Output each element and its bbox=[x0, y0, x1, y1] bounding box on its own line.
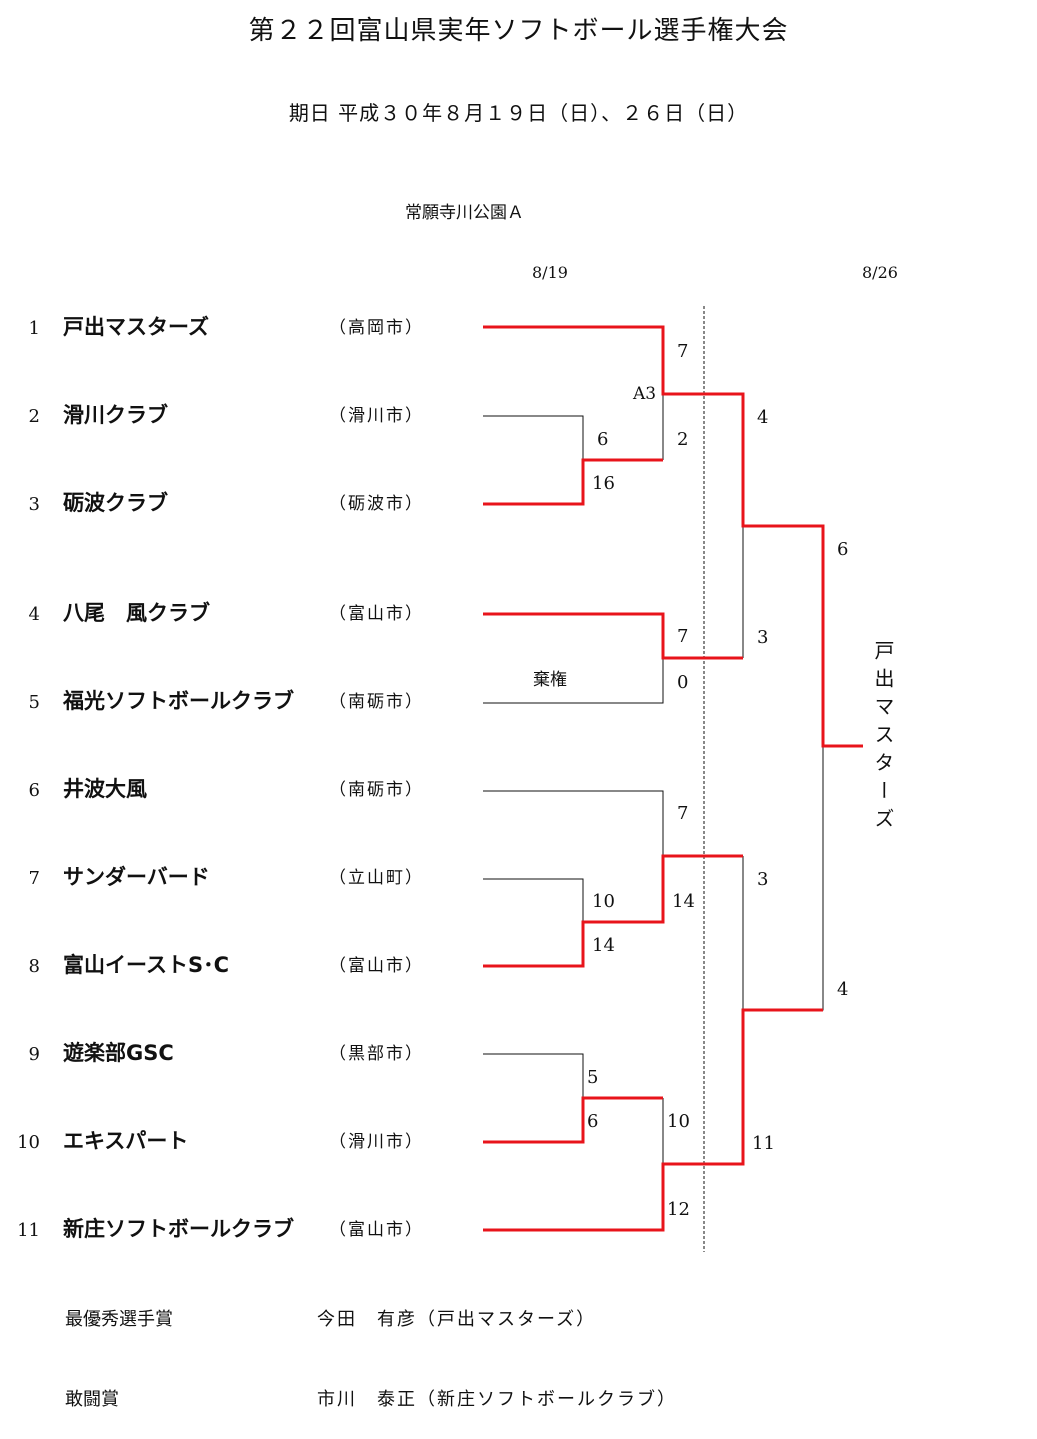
score-label: 7 bbox=[677, 626, 689, 647]
score-label: 7 bbox=[677, 803, 689, 824]
forfeit-label: 棄権 bbox=[533, 670, 567, 690]
winner-lines bbox=[483, 325, 863, 1232]
award-label: 最優秀選手賞 bbox=[65, 1309, 173, 1330]
team-name: 遊楽部GSC bbox=[63, 1041, 174, 1065]
team-city: （滑川市） bbox=[329, 406, 424, 426]
team-seed: 5 bbox=[28, 692, 40, 713]
game-number-label: A3 bbox=[633, 384, 657, 404]
page-title: 第２２回富山県実年ソフトボール選手権大会 bbox=[248, 16, 789, 46]
team-city: （砺波市） bbox=[329, 494, 424, 514]
team-seed: 1 bbox=[28, 318, 40, 339]
score-label: 10 bbox=[592, 891, 615, 912]
team-seed: 3 bbox=[28, 494, 40, 515]
team-city: （黒部市） bbox=[329, 1044, 424, 1064]
score-label: 0 bbox=[677, 672, 689, 693]
team-name: 福光ソフトボールクラブ bbox=[63, 689, 294, 713]
team-city: （富山市） bbox=[329, 1220, 424, 1240]
team-seed: 2 bbox=[28, 406, 40, 427]
team-seed: 4 bbox=[28, 604, 40, 625]
loser-lines bbox=[483, 394, 824, 1164]
team-seed: 10 bbox=[17, 1132, 40, 1153]
award-label: 敢闘賞 bbox=[65, 1389, 119, 1410]
team-seed: 7 bbox=[28, 868, 40, 889]
score-label: 3 bbox=[757, 869, 769, 890]
team-name: 新庄ソフトボールクラブ bbox=[63, 1217, 294, 1241]
bracket-line-winner bbox=[483, 325, 863, 748]
team-city: （立山町） bbox=[329, 868, 424, 888]
team-name: エキスパート bbox=[63, 1129, 189, 1153]
score-label: 4 bbox=[837, 979, 849, 1000]
team-name: 富山イーストS･C bbox=[63, 953, 229, 977]
bracket-line bbox=[483, 790, 664, 856]
bracket-line bbox=[483, 1053, 584, 1098]
bracket-line bbox=[483, 878, 584, 922]
bracket-line bbox=[743, 746, 824, 1011]
score-label: 12 bbox=[667, 1199, 690, 1220]
score-label: 16 bbox=[592, 473, 615, 494]
score-label: 3 bbox=[757, 627, 769, 648]
venue-label: 常願寺川公園Ａ bbox=[405, 203, 524, 223]
score-label: 2 bbox=[677, 429, 689, 450]
round-date-day2: 8/26 bbox=[862, 263, 898, 282]
team-seed: 6 bbox=[28, 780, 40, 801]
team-name: 井波大風 bbox=[63, 777, 147, 801]
score-label: 6 bbox=[837, 539, 849, 560]
team-city: （高岡市） bbox=[329, 318, 424, 338]
score-label: 6 bbox=[587, 1111, 599, 1132]
team-city: （富山市） bbox=[329, 604, 424, 624]
score-label: 7 bbox=[677, 341, 689, 362]
bracket-line-winner bbox=[483, 854, 743, 968]
team-seed: 11 bbox=[17, 1220, 40, 1241]
score-label: 5 bbox=[587, 1067, 599, 1088]
team-city: （南砺市） bbox=[329, 780, 424, 800]
bracket-line bbox=[483, 658, 664, 704]
team-seed: 8 bbox=[28, 956, 40, 977]
award-recipient: 今田 有彦（戸出マスターズ） bbox=[317, 1309, 597, 1330]
bracket-line-winner bbox=[483, 1008, 823, 1232]
team-name: 砺波クラブ bbox=[63, 491, 168, 515]
team-name: 滑川クラブ bbox=[63, 403, 168, 427]
team-city: （富山市） bbox=[329, 956, 424, 976]
team-city: （滑川市） bbox=[329, 1132, 424, 1152]
score-label: 4 bbox=[757, 407, 769, 428]
round-date-day1: 8/19 bbox=[532, 263, 568, 282]
team-name: 八尾 風クラブ bbox=[63, 601, 210, 625]
score-label: 14 bbox=[672, 891, 695, 912]
bracket-line-winner bbox=[483, 612, 743, 660]
bracket-line bbox=[483, 415, 584, 460]
team-seed: 9 bbox=[28, 1044, 40, 1065]
bracket-line-winner bbox=[483, 458, 663, 506]
score-label: 14 bbox=[592, 935, 615, 956]
score-label: 11 bbox=[752, 1133, 775, 1154]
team-name: サンダーバード bbox=[63, 865, 210, 889]
award-recipient: 市川 泰正（新庄ソフトボールクラブ） bbox=[317, 1389, 677, 1410]
bracket-line-winner bbox=[483, 1096, 663, 1144]
event-dates: 期日 平成３０年８月１９日（日）、２６日（日） bbox=[288, 101, 749, 125]
team-name: 戸出マスターズ bbox=[63, 315, 209, 339]
score-label: 10 bbox=[667, 1111, 690, 1132]
score-label: 6 bbox=[597, 429, 609, 450]
team-city: （南砺市） bbox=[329, 692, 424, 712]
champion-name: 戸出マスターズ bbox=[871, 640, 895, 836]
